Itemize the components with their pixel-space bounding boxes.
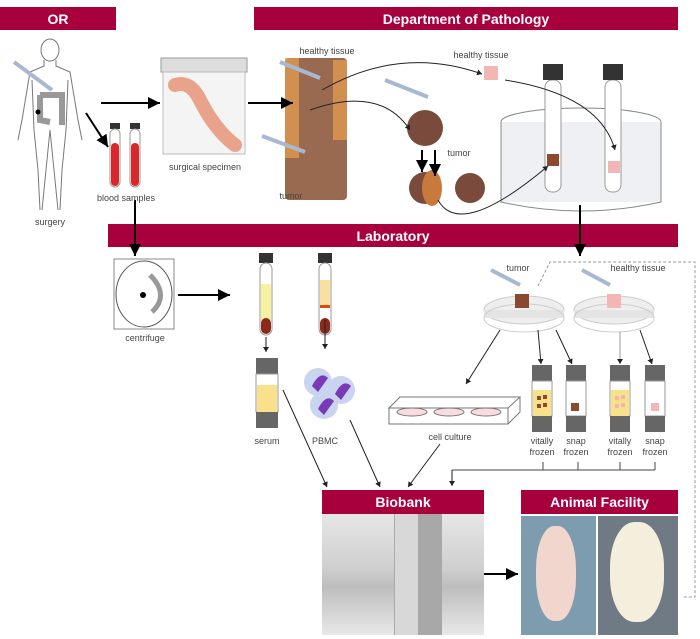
label-surgery: surgery (34, 217, 65, 227)
section-or: OR (0, 7, 116, 30)
petri-dish-tumor-icon (483, 268, 565, 333)
label-snap-frozen: snap frozen (642, 436, 668, 457)
tumor-piece-icon (407, 110, 443, 146)
label-pbmc: PBMC (311, 436, 338, 446)
section-animal-facility: Animal Facility (521, 490, 678, 514)
label-tumor: tumor (506, 263, 530, 273)
healthy-cube-icon (484, 66, 498, 80)
centrifuge-icon (113, 258, 175, 330)
label-centrifuge: centrifuge (125, 333, 165, 343)
vial-vitally-frozen-tumor-icon (531, 365, 553, 432)
dashed-return-path (537, 261, 696, 598)
label-serum: serum (254, 436, 280, 446)
specimen-jar-icon (160, 57, 248, 155)
freezer-rack (394, 514, 419, 635)
label-healthy-tissue: healthy tissue (610, 263, 666, 273)
petri-dish-healthy-icon (573, 268, 655, 333)
vial-snap-frozen-healthy-icon (644, 365, 666, 432)
scalpel-icon (12, 60, 54, 92)
label-vitally-frozen: vitally frozen (607, 436, 633, 457)
colon-icon (37, 92, 65, 125)
biobank-photo (322, 514, 484, 635)
human-figure-icon (17, 38, 83, 211)
vial-vitally-frozen-healthy-icon (609, 365, 631, 432)
blood-tubes-icon (109, 123, 141, 188)
label-surgical-specimen: surgical specimen (168, 162, 242, 172)
section-biobank: Biobank (322, 490, 484, 514)
tumor-marker-icon (35, 109, 41, 115)
label-healthy-tissue: healthy tissue (453, 50, 509, 60)
pbmc-tube-icon (318, 253, 332, 336)
label-tumor: tumor (279, 191, 303, 201)
vial-snap-frozen-tumor-icon (565, 365, 587, 432)
pbmc-cells-icon (304, 368, 355, 419)
rack-pole (418, 514, 442, 635)
white-mouse-photo (598, 516, 678, 635)
section-laboratory: Laboratory (108, 224, 678, 247)
label-vitally-frozen: vitally frozen (529, 436, 555, 457)
serum-vial-icon (255, 358, 279, 428)
cell-culture-plate-icon (387, 396, 522, 425)
label-healthy-tissue: healthy tissue (299, 46, 355, 56)
ice-bath-icon (500, 64, 662, 212)
label-blood-samples: blood samples (96, 193, 156, 203)
mouse-icon (536, 526, 576, 621)
section-pathology: Department of Pathology (254, 7, 678, 30)
label-cell-culture: cell culture (428, 432, 472, 442)
serum-tube-icon (259, 253, 273, 336)
nude-mouse-photo (521, 516, 596, 635)
mouse-icon (610, 522, 664, 622)
tissue-photo (285, 58, 347, 200)
label-snap-frozen: snap frozen (563, 436, 589, 457)
label-tumor: tumor (447, 148, 471, 158)
